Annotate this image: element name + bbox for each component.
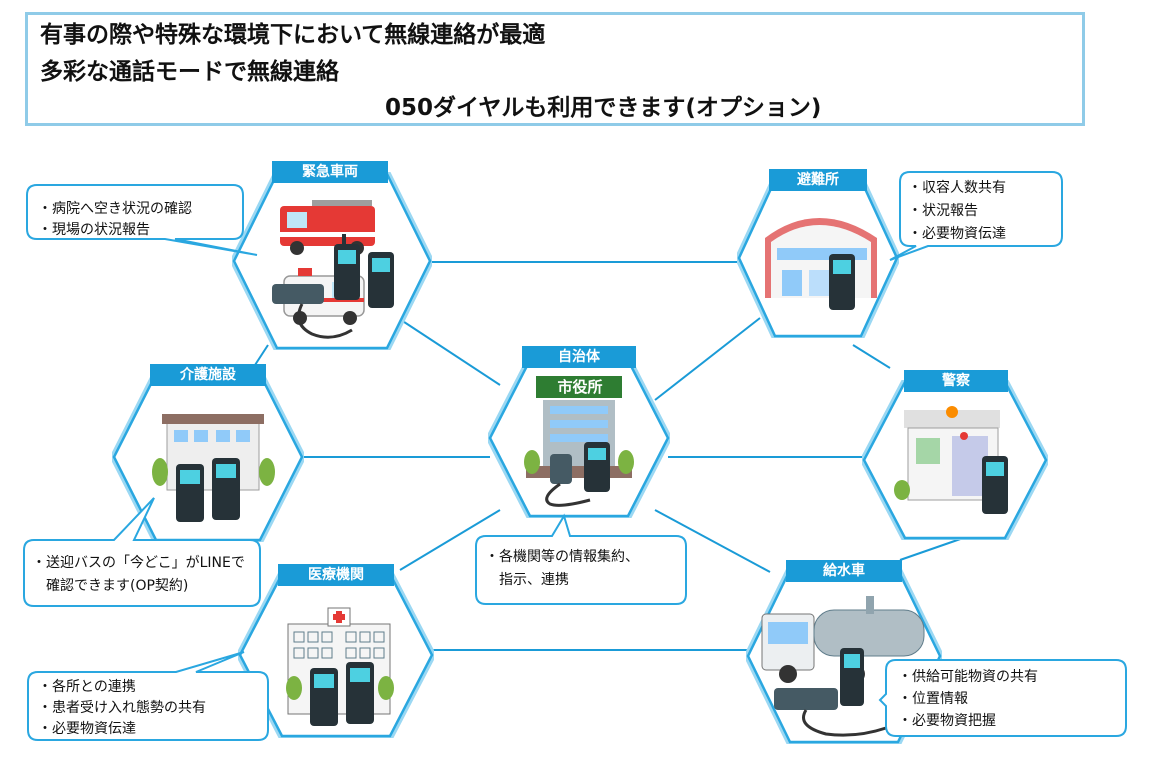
note-care-2: 確認できます(OP契約) [32,578,189,594]
note-bubble-medical [27,651,269,741]
note-emergency-2: ・現場の状況報告 [38,222,150,238]
note-shelter-1: ・収容人数共有 [908,180,1006,196]
handheld-radio-icon [829,254,855,310]
note-water-1: ・供給可能物資の共有 [898,669,1038,685]
node-shelter: 避難所 [737,169,899,338]
note-city-2: 指示、連携 [485,572,569,588]
hex-frame [238,572,434,738]
node-emergency: 緊急車両 [232,161,432,350]
node-police: 警察 [862,370,1048,540]
note-bubble-city [475,513,687,605]
handheld-radio-icon [840,648,864,706]
link-emergency-city [394,315,501,386]
header-box [25,12,1085,126]
node-label-medical: 医療機関 [278,564,394,586]
node-water: 給水車 [746,560,942,744]
gymnasium-building-icon [765,218,877,298]
note-bubble-care [23,497,261,607]
link-city-shelter [654,317,761,401]
handheld-radio-icon [584,442,610,492]
note-bubble-water [878,659,1127,737]
hex-frame [232,172,432,350]
link-city-water [654,509,771,573]
note-city-1: ・各機関等の情報集約、 [485,549,639,565]
note-shelter-3: ・必要物資伝達 [908,226,1006,242]
hex-frame [746,568,942,744]
hex-frame [112,372,304,542]
node-label-care: 介護施設 [150,364,266,386]
note-medical-3: ・必要物資伝達 [38,721,136,737]
node-label-emergency: 緊急車両 [272,161,388,183]
header-line-1: 有事の際や特殊な環境下において無線連絡が最適 [40,22,546,48]
handheld-radio-icon [176,464,204,522]
node-label-water: 給水車 [786,560,902,582]
handheld-radio-icon [982,456,1008,514]
hospital-building-icon [286,607,394,715]
node-label-police: 警察 [904,370,1008,392]
note-bubble-emergency [26,184,258,256]
link-emergency-care [254,344,269,366]
note-shelter-2: ・状況報告 [908,203,978,219]
node-label-city: 自治体 [522,346,636,368]
header-line-3: 050ダイヤルも利用できます(オプション) [385,95,822,121]
mobile-radio-unit-icon [272,284,324,304]
note-emergency-1: ・病院へ空き状況の確認 [38,201,192,217]
note-water-3: ・必要物資把握 [898,713,996,729]
handheld-radio-icon [346,662,374,724]
link-city-medical [399,509,501,571]
handheld-radio-icon [310,668,338,726]
fire-truck-icon [280,200,375,255]
microphone-icon [550,454,572,484]
note-care-1: ・送迎バスの「今どこ」がLINEで [32,555,245,571]
hex-frame [737,178,899,338]
handheld-radio-icon [212,458,240,520]
city-hall-sign [536,376,622,398]
node-medical: 医療機関 [238,564,434,738]
node-care: 介護施設 [112,364,304,542]
note-water-2: ・位置情報 [898,691,968,707]
note-medical-2: ・患者受け入れ態勢の共有 [38,700,206,716]
hex-frame [488,358,670,518]
note-medical-1: ・各所との連携 [38,679,136,695]
node-city: 自治体 市役所 [488,346,670,518]
header-line-2: 多彩な通話モードで無線連絡 [40,59,339,85]
node-label-shelter: 避難所 [769,169,867,191]
hex-frame [862,380,1048,540]
handheld-radio-icon [368,252,394,308]
mobile-radio-unit-icon [774,688,838,710]
note-bubble-shelter [889,171,1063,261]
link-shelter-police [852,344,891,369]
handheld-radio-icon [334,234,360,300]
city-hall-sign-text: 市役所 [557,378,603,396]
